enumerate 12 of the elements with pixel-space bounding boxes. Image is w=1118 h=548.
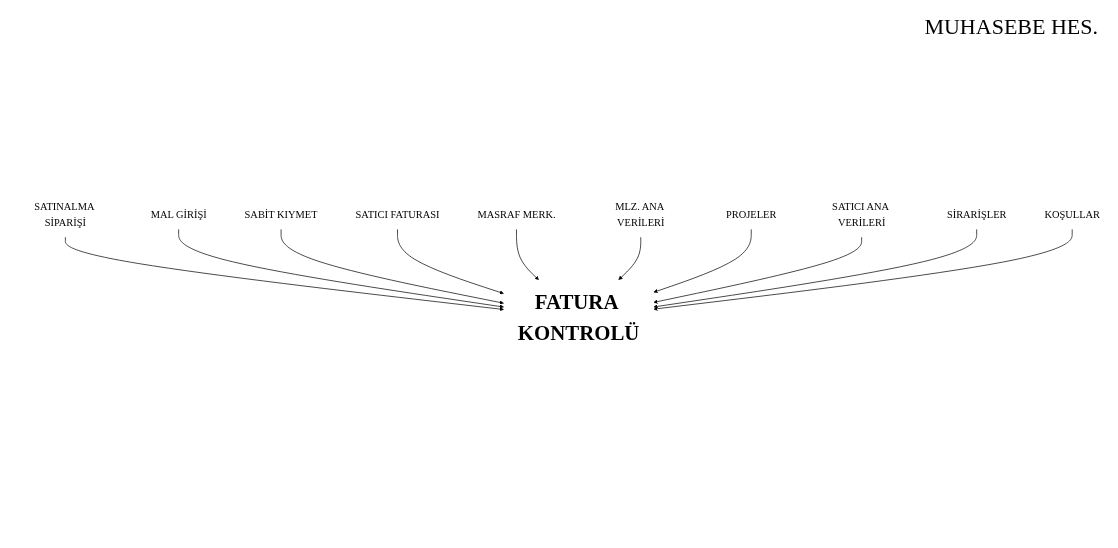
node-text: MASRAF MERK. [477, 208, 556, 221]
node-text: PROJELER [726, 208, 777, 221]
node-text: KOŞULLAR [1044, 208, 1100, 221]
node-text: FATURA KONTROLÜ [517, 290, 640, 346]
node-text: SATICI FATURASI [355, 208, 440, 221]
node-text: SATINALMA SİPARİŞİ [34, 200, 94, 229]
note-text: MUHASEBE HES. [924, 14, 1098, 40]
node-text: SİRARİŞLER [946, 208, 1007, 221]
node-text: SABİT KIYMET [244, 208, 318, 221]
node-text: MAL GİRİŞİ [150, 208, 207, 221]
node-text: MLZ. ANA VERİLERİ [615, 200, 665, 229]
node-text: SATICI ANA VERİLERİ [832, 200, 889, 229]
